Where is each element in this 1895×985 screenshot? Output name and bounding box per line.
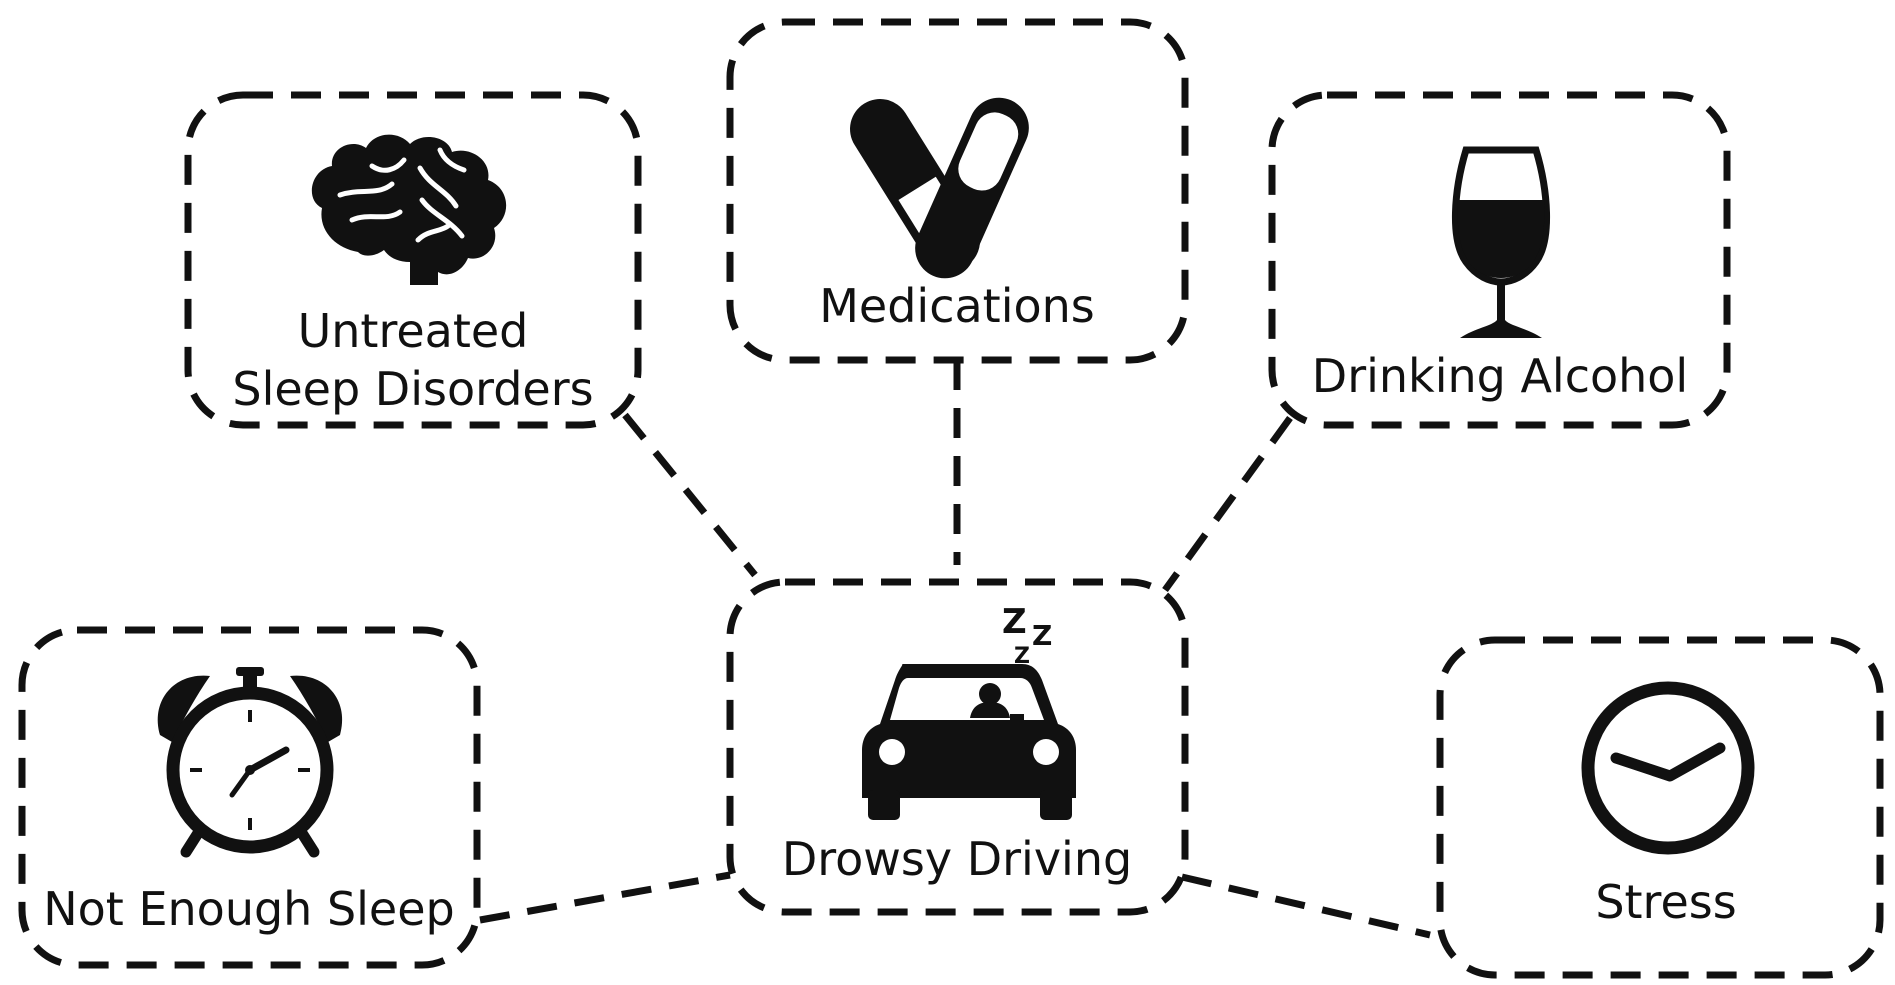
link-sleep-disorders [622, 412, 758, 578]
node-box [726, 578, 1189, 916]
alarm-clock-icon [157, 667, 343, 858]
node-medications: Medications [726, 18, 1189, 364]
link-not-enough-sleep [479, 871, 731, 924]
node-box [1436, 636, 1884, 979]
medications-label: Medications [819, 279, 1095, 333]
node-box [18, 626, 481, 969]
link-stress [1181, 873, 1431, 939]
link-alcohol [1162, 415, 1293, 593]
node-drowsy-driving: Z Z Z Drowsy Driving [726, 578, 1189, 916]
node-alcohol: Drinking Alcohol [1268, 91, 1731, 429]
zzz-letter-small: Z [1014, 644, 1030, 669]
node-box [184, 91, 642, 429]
zzz-letter-large: Z [1002, 602, 1027, 642]
drowsy-driving-label: Drowsy Driving [782, 832, 1132, 886]
node-box [726, 18, 1189, 364]
alcohol-label: Drinking Alcohol [1312, 349, 1688, 403]
sleeping-driver-car-icon [862, 664, 1076, 820]
zzz-letter-medium: Z [1032, 619, 1052, 652]
sleep-disorders-label-line1: Untreated [298, 304, 529, 358]
node-sleep-disorders: Untreated Sleep Disorders [184, 91, 642, 429]
zzz-icon: Z Z Z [1002, 602, 1052, 669]
brain-icon [311, 134, 507, 285]
wine-glass-icon [1451, 146, 1551, 338]
node-box [1268, 91, 1731, 429]
node-stress: Stress [1436, 636, 1884, 979]
connectors [479, 360, 1431, 939]
clock-icon [1581, 681, 1755, 855]
stress-label: Stress [1595, 875, 1736, 929]
sleep-disorders-label-line2: Sleep Disorders [232, 362, 593, 416]
not-enough-sleep-label: Not Enough Sleep [43, 882, 454, 936]
pills-icon [850, 97, 1029, 279]
node-not-enough-sleep: Not Enough Sleep [18, 626, 481, 969]
